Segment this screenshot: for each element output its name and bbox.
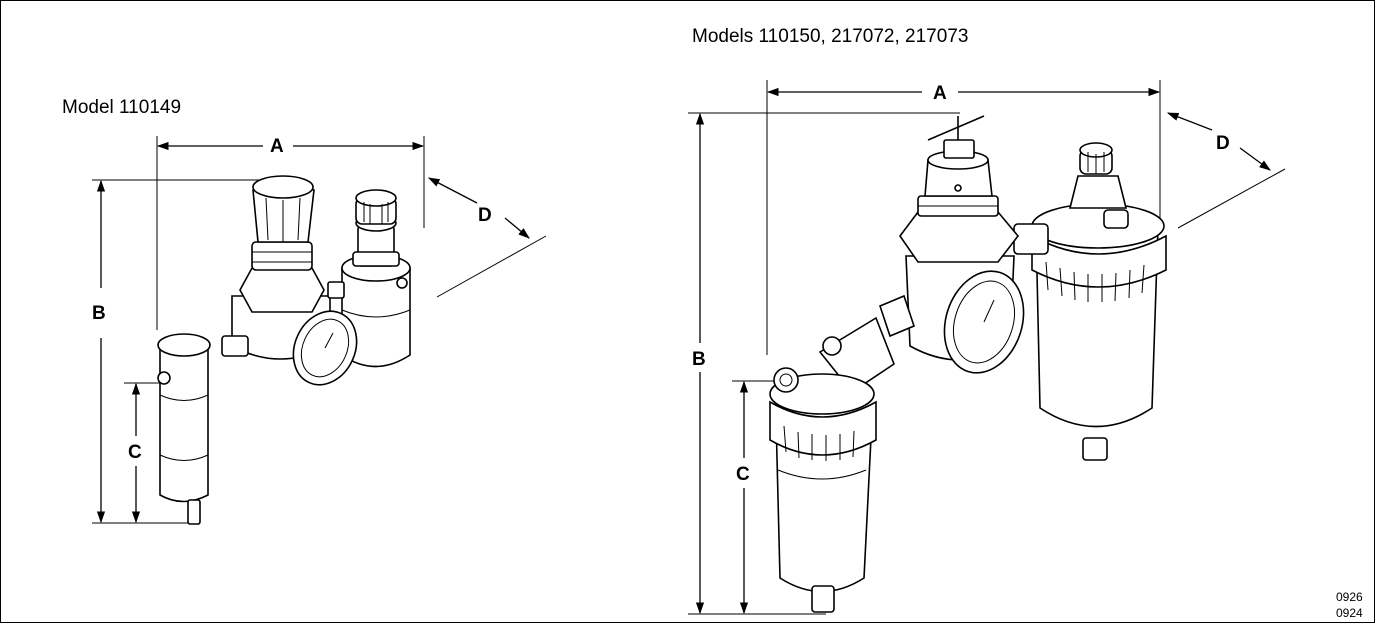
right-diagram: Models 110150, 217072, 217073 A B C D [688, 26, 1363, 620]
right-lubricator [1031, 142, 1167, 461]
right-dim-a-label: A [933, 83, 947, 104]
left-dim-b-label: B [92, 303, 106, 324]
left-dim-d-label: D [478, 205, 492, 226]
right-filter [769, 316, 895, 613]
right-connector-upper [1013, 223, 1049, 255]
left-gauge [292, 310, 358, 386]
figure-code-bottom: 0924 [1336, 606, 1363, 620]
right-dim-d-label: D [1216, 133, 1230, 154]
left-dim-c-label: C [128, 442, 142, 463]
left-regulator [231, 175, 345, 360]
left-dim-a-label: A [270, 136, 284, 157]
right-dim-c-label: C [736, 464, 750, 485]
right-connector-lower [879, 294, 915, 338]
left-filter [157, 333, 249, 525]
figure-code-top: 0926 [1336, 590, 1363, 604]
left-model-title: Model 110149 [62, 97, 181, 118]
left-lubricator [341, 189, 411, 368]
right-models-title: Models 110150, 217072, 217073 [692, 26, 968, 47]
left-diagram: Model 110149 A B C D [62, 97, 547, 525]
right-gauge [943, 270, 1025, 374]
right-dim-b-label: B [692, 349, 706, 370]
